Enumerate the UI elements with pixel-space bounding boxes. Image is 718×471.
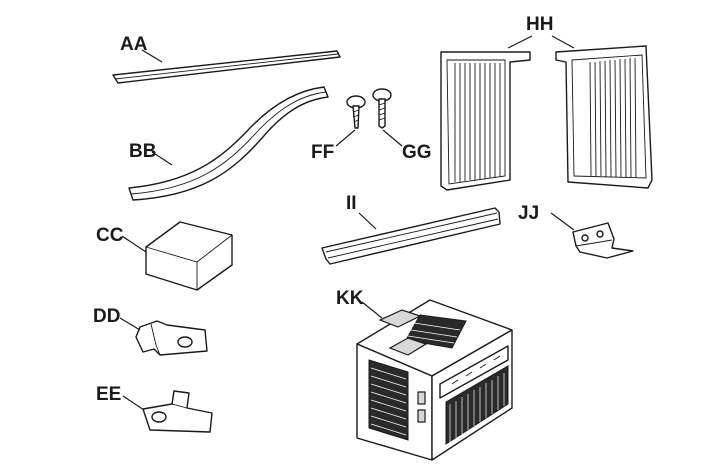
part-aa-foam-strip: AA [112,34,341,84]
label-aa: AA [120,34,148,55]
part-bb-curved-foam: BB [128,86,329,201]
label-bb: BB [129,141,156,162]
part-ff-screw: FF [311,95,366,163]
label-hh: HH [526,14,553,35]
part-jj-l-bracket: JJ [518,203,634,259]
label-cc: CC [96,225,124,246]
label-dd: DD [93,306,120,327]
part-hh-curtains: HH [440,14,653,191]
part-gg-screw: GG [372,88,432,163]
part-kk-air-conditioner: KK [336,288,513,461]
label-ee: EE [96,384,121,405]
part-dd-bracket: DD [93,306,208,356]
part-ii-rail: II [321,193,501,265]
part-ee-bracket: EE [96,384,213,433]
label-gg: GG [402,142,432,163]
label-ff: FF [311,142,334,163]
label-jj: JJ [518,203,539,224]
label-ii: II [346,193,357,214]
label-kk: KK [336,288,364,309]
part-cc-foam-block: CC [96,221,233,291]
